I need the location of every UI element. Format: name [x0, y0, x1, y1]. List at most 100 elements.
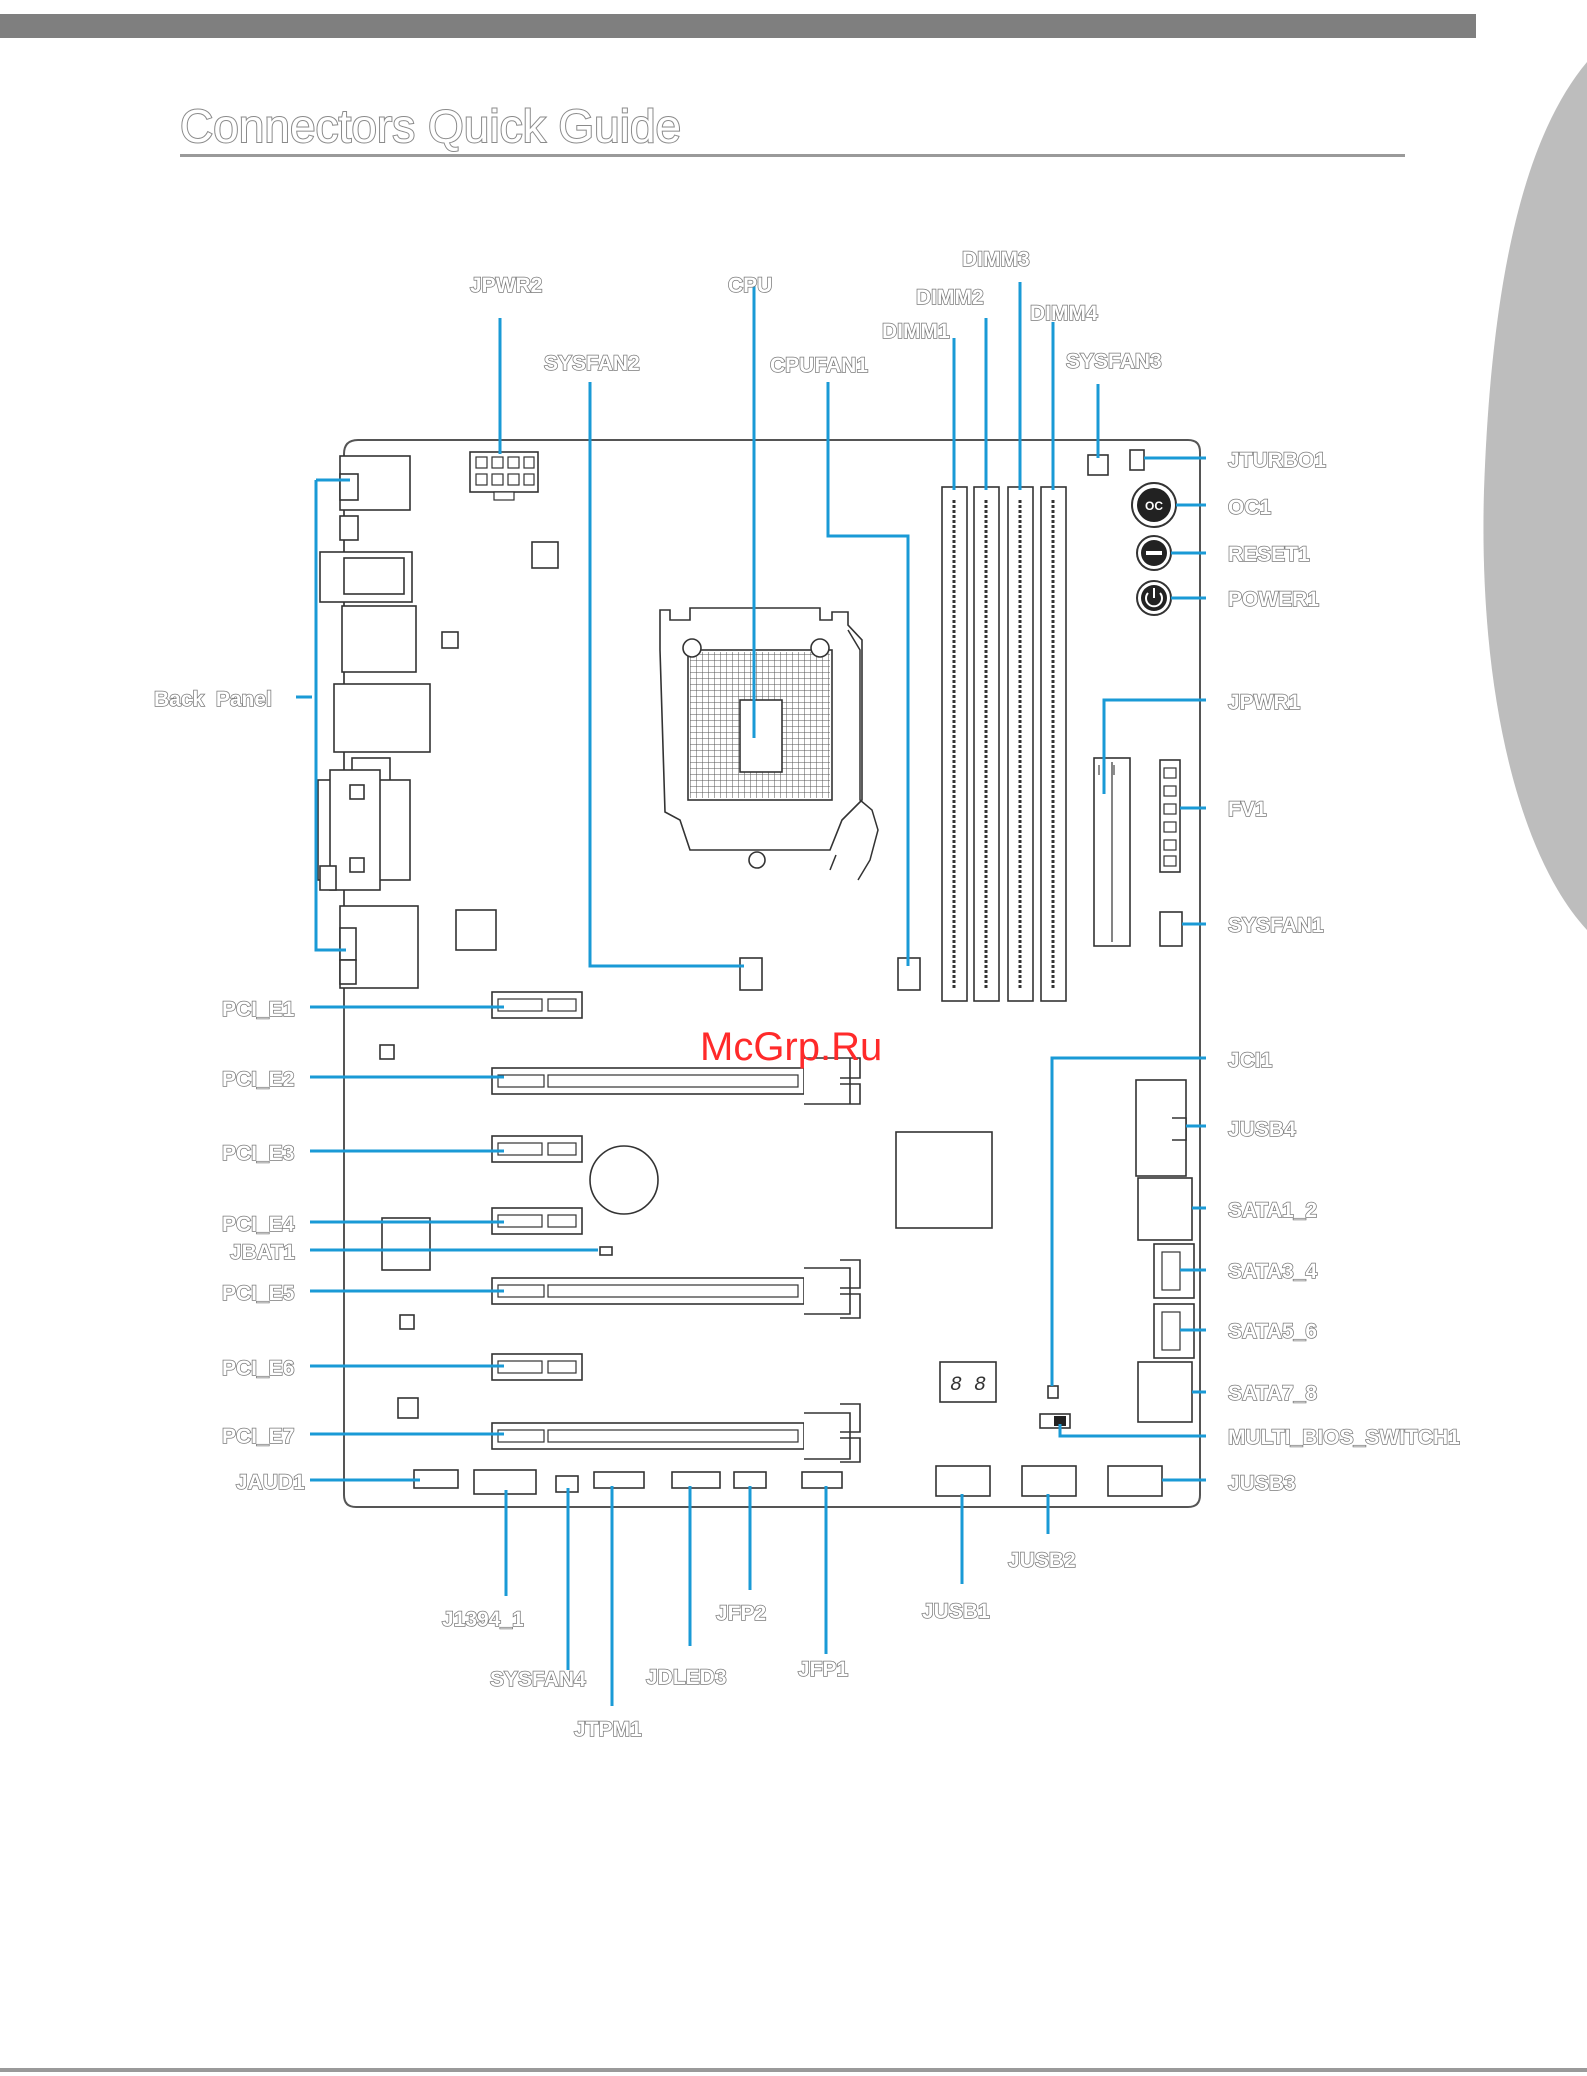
- label-jturbo1: JTURBO1: [1228, 449, 1326, 472]
- debug-led-digits: 8 8: [950, 1374, 986, 1397]
- label-multi-bios-switch1: MULTI_BIOS_SWITCH1: [1228, 1426, 1460, 1449]
- jaud1-header: [413, 1469, 459, 1489]
- label-reset1: RESET1: [1228, 543, 1310, 566]
- header-bar: [0, 14, 1476, 38]
- pci-e2-slot: [491, 1057, 861, 1105]
- pci-e6-slot: [491, 1353, 583, 1381]
- chip: [531, 541, 559, 569]
- pci-e4-slot: [491, 1207, 583, 1235]
- chip: [399, 1314, 415, 1330]
- label-dimm4: DIMM4: [1030, 302, 1098, 325]
- sata7-8-connector: [1137, 1361, 1193, 1423]
- label-jaud1: JAUD1: [236, 1471, 305, 1494]
- jusb1-header: [935, 1465, 991, 1497]
- j1394-header: [473, 1469, 537, 1495]
- label-jpwr2: JPWR2: [470, 274, 542, 297]
- label-back-panel: Back Panel: [154, 688, 272, 711]
- jdled3-header: [671, 1471, 721, 1489]
- sysfan2-header: [739, 957, 763, 991]
- cpu-socket: [659, 607, 879, 881]
- label-jusb2: JUSB2: [1008, 1549, 1076, 1572]
- label-cpu: CPU: [728, 274, 772, 297]
- label-oc1: OC1: [1228, 496, 1272, 519]
- label-dimm3: DIMM3: [962, 248, 1030, 271]
- chip: [397, 1397, 419, 1419]
- label-pci-e7: PCI_E7: [222, 1425, 294, 1448]
- pci-e1-slot: [491, 991, 583, 1019]
- label-jfp1: JFP1: [798, 1658, 849, 1681]
- label-dimm2: DIMM2: [916, 286, 984, 309]
- chip: [455, 909, 497, 951]
- leader-lines: [296, 278, 1206, 1706]
- dimm4-slot: [1040, 486, 1067, 1002]
- footer-rule: [0, 2068, 1587, 2072]
- label-j1394-1: J1394_1: [442, 1608, 524, 1631]
- back-panel-ports: [317, 455, 431, 989]
- label-pci-e1: PCI_E1: [222, 998, 295, 1021]
- label-sysfan4: SYSFAN4: [490, 1668, 586, 1691]
- jfp1-header: [801, 1471, 843, 1489]
- label-fv1: FV1: [1228, 798, 1267, 821]
- chip: [441, 631, 459, 649]
- chip: [379, 1044, 395, 1060]
- label-pci-e2: PCI_E2: [222, 1068, 294, 1091]
- label-jusb4: JUSB4: [1228, 1118, 1296, 1141]
- page-title: Connectors Quick Guide: [180, 100, 681, 152]
- label-sata3-4: SATA3_4: [1228, 1260, 1317, 1283]
- fv1-header: [1159, 759, 1181, 873]
- pci-e7-slot: [491, 1403, 861, 1463]
- label-sata7-8: SATA7_8: [1228, 1382, 1317, 1405]
- label-jdled3: JDLED3: [646, 1666, 727, 1689]
- jtpm1-header: [593, 1471, 645, 1489]
- oc1-button[interactable]: OC: [1131, 482, 1177, 528]
- label-jtpm1: JTPM1: [574, 1718, 642, 1741]
- multi-bios-switch[interactable]: [1039, 1413, 1071, 1429]
- sata1-2-connector: [1137, 1177, 1193, 1241]
- reset1-button[interactable]: [1136, 535, 1172, 571]
- jturbo1-jumper: [1129, 449, 1145, 471]
- label-jpwr1: JPWR1: [1228, 691, 1301, 714]
- debug-led-display: 8 8: [939, 1361, 997, 1403]
- power-button-icon: [1145, 592, 1163, 608]
- label-pci-e5: PCI_E5: [222, 1282, 295, 1305]
- jusb2-header: [1021, 1465, 1077, 1497]
- dimm3-slot: [1007, 486, 1034, 1002]
- board-outline: [343, 439, 1201, 1508]
- label-power1: POWER1: [1228, 588, 1319, 611]
- dimm1-slot: [941, 486, 968, 1002]
- dimm2-slot: [973, 486, 1000, 1002]
- label-dimm1: DIMM1: [882, 320, 950, 343]
- chip: [381, 1217, 431, 1271]
- label-jci1: JCI1: [1228, 1049, 1273, 1072]
- label-jbat1: JBAT1: [230, 1241, 295, 1264]
- label-sysfan3: SYSFAN3: [1066, 350, 1162, 373]
- jbat1-jumper: [599, 1246, 613, 1256]
- side-tab: [1483, 62, 1587, 930]
- dimm-slots: [941, 486, 1067, 1002]
- sysfan1-header: [1159, 911, 1183, 947]
- jusb3-header: [1107, 1465, 1163, 1497]
- label-pci-e3: PCI_E3: [222, 1142, 294, 1165]
- power1-button[interactable]: [1136, 580, 1172, 616]
- label-pci-e4: PCI_E4: [222, 1213, 295, 1236]
- title-underline: [180, 154, 1405, 157]
- labels: JPWR2 CPU SYSFAN2 CPUFAN1 DIMM1 DIMM2 DI…: [153, 247, 1461, 1742]
- label-sata5-6: SATA5_6: [1228, 1320, 1317, 1343]
- jpwr2-connector: [469, 451, 539, 501]
- label-sysfan1: SYSFAN1: [1228, 914, 1324, 937]
- jci1-jumper: [1047, 1385, 1059, 1399]
- watermark: McGrp.Ru: [700, 1025, 882, 1069]
- label-jusb1: JUSB1: [922, 1600, 990, 1623]
- jpwr1-connector: [1093, 757, 1131, 947]
- label-cpufan1: CPUFAN1: [770, 354, 868, 377]
- svg-text:OC: OC: [1145, 499, 1163, 513]
- label-jfp2: JFP2: [716, 1602, 766, 1625]
- jusb4-connector: [1135, 1079, 1187, 1177]
- chipset: [895, 1131, 993, 1229]
- label-jusb3: JUSB3: [1228, 1472, 1296, 1495]
- label-pci-e6: PCI_E6: [222, 1357, 294, 1380]
- label-sata1-2: SATA1_2: [1228, 1199, 1317, 1222]
- cmos-battery: [589, 1145, 659, 1215]
- pci-e3-slot: [491, 1135, 583, 1163]
